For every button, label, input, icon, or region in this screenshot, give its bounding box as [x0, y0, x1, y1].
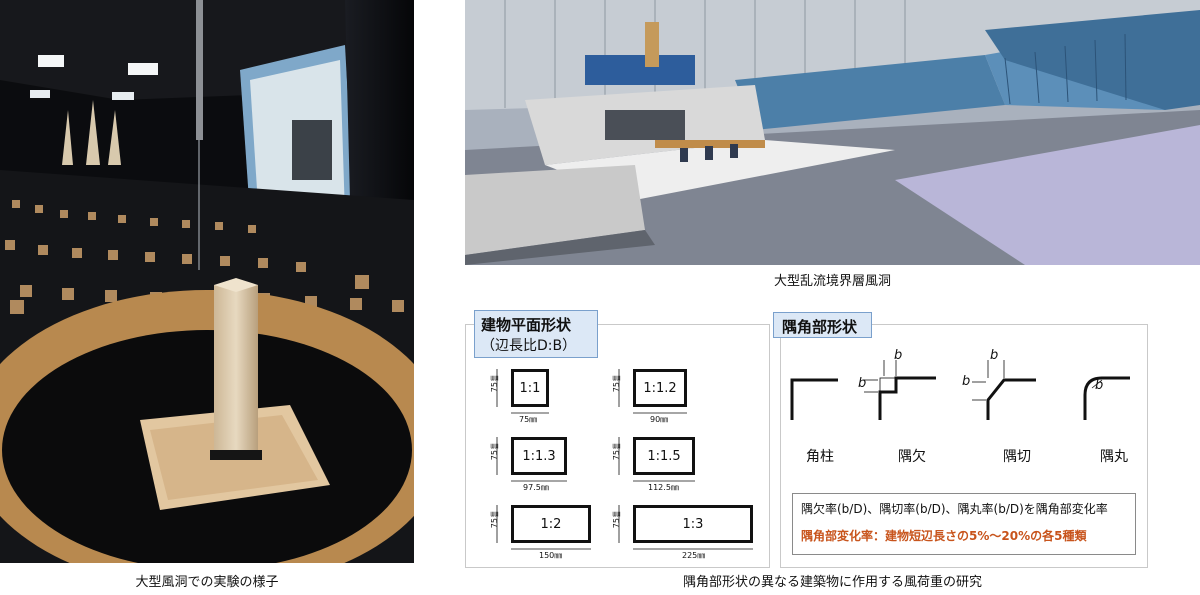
tunnel-render-illustration — [465, 0, 1200, 265]
plan-shape-subtitle: （辺長比D:B） — [481, 338, 577, 354]
corner-shape-panel — [780, 324, 1148, 568]
plan-shape-ratio: 1:1.2 — [643, 380, 677, 396]
round-b-mark: b — [1095, 378, 1104, 393]
dimension-width: 225㎜ — [682, 551, 706, 560]
corner-type-label: 隅欠 — [898, 449, 926, 465]
plan-shape-ratio: 1:2 — [540, 516, 562, 532]
plan-shape-1-1-2: 1:1.2 — [633, 369, 687, 407]
dimension-width: 112.5㎜ — [648, 483, 679, 492]
corner-shape-title-box: 隅角部形状 — [773, 312, 872, 338]
caption-experiment-photo: 大型風洞での実験の様子 — [135, 575, 279, 590]
chamfer-b-mark-side: b — [962, 374, 971, 389]
plan-dimension-lines — [496, 369, 753, 550]
corner-shape-title: 隅角部形状 — [782, 318, 858, 336]
plan-shape-1-1-3: 1:1.3 — [511, 437, 567, 475]
rounded-corner-line — [1083, 376, 1130, 420]
notch-b-mark-top: b — [894, 348, 903, 363]
plan-shape-panel — [465, 324, 770, 568]
corner-note-line1: 隅欠率(b/D)、隅切率(b/D)、隅丸率(b/D)を隅角部変化率 — [801, 502, 1108, 516]
plan-shape-1-1-5: 1:1.5 — [633, 437, 695, 475]
plan-shape-1-3: 1:3 — [633, 505, 753, 543]
corner-note-line2: 隅角部変化率：建物短辺長さの5%～20%の各5種類 — [801, 529, 1087, 543]
caption-tunnel-render: 大型乱流境界層風洞 — [773, 274, 891, 289]
square-corner-line — [790, 378, 838, 420]
plan-shape-title-box: 建物平面形状 （辺長比D:B） — [474, 310, 598, 358]
corner-type-label: 隅丸 — [1100, 449, 1128, 465]
experiment-photo-illustration — [0, 0, 414, 563]
dimension-width: 90㎜ — [650, 415, 669, 424]
plan-shape-1-2: 1:2 — [511, 505, 591, 543]
corner-type-label: 角柱 — [806, 449, 834, 465]
dimension-width: 97.5㎜ — [523, 483, 549, 492]
wind-tunnel-experiment-photo — [0, 0, 414, 563]
dimension-width: 150㎜ — [539, 551, 563, 560]
corner-type-label: 隅切 — [1003, 449, 1031, 465]
corner-shapes-drawing — [790, 360, 1130, 420]
chamfer-corner-line — [986, 378, 1036, 420]
plan-shape-ratio: 1:1 — [519, 380, 541, 396]
caption-diagram: 隅角部形状の異なる建築物に作用する風荷重の研究 — [682, 575, 982, 590]
plan-shape-title: 建物平面形状 — [481, 316, 572, 334]
plan-shape-ratio: 1:1.3 — [522, 448, 556, 464]
dimension-width: 75㎜ — [519, 415, 538, 424]
boundary-layer-wind-tunnel-render — [465, 0, 1200, 265]
plan-shape-1-1: 1:1 — [511, 369, 549, 407]
notch-b-mark-side: b — [858, 376, 867, 391]
notched-corner-line — [878, 376, 936, 420]
plan-shape-ratio: 1:3 — [682, 516, 704, 532]
plan-shape-ratio: 1:1.5 — [647, 448, 681, 464]
chamfer-b-mark-top: b — [990, 348, 999, 363]
corner-note-box: 隅欠率(b/D)、隅切率(b/D)、隅丸率(b/D)を隅角部変化率 隅角部変化率… — [792, 493, 1136, 555]
